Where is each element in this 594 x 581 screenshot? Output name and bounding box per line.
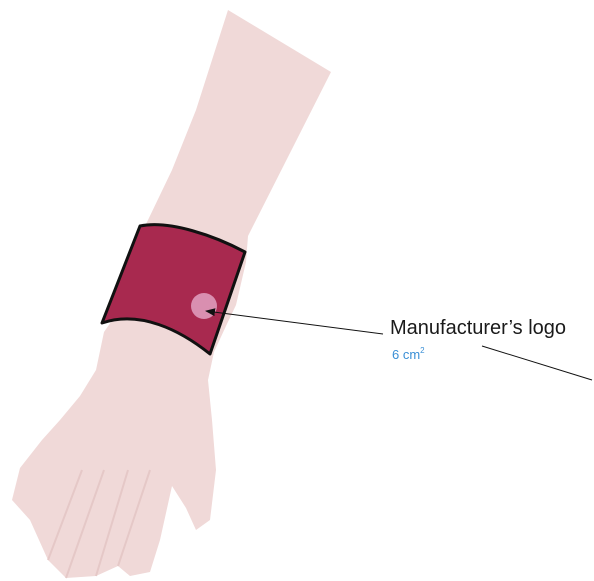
logo-area-exponent: 2 [420,346,424,355]
area-leader-line [482,346,592,380]
logo-area-label: 6 cm2 [392,347,425,361]
logo-leader-line [206,311,383,334]
logo-patch [191,293,217,319]
manufacturer-logo-label: Manufacturer’s logo [390,318,566,338]
logo-area-value: 6 cm [392,347,420,362]
